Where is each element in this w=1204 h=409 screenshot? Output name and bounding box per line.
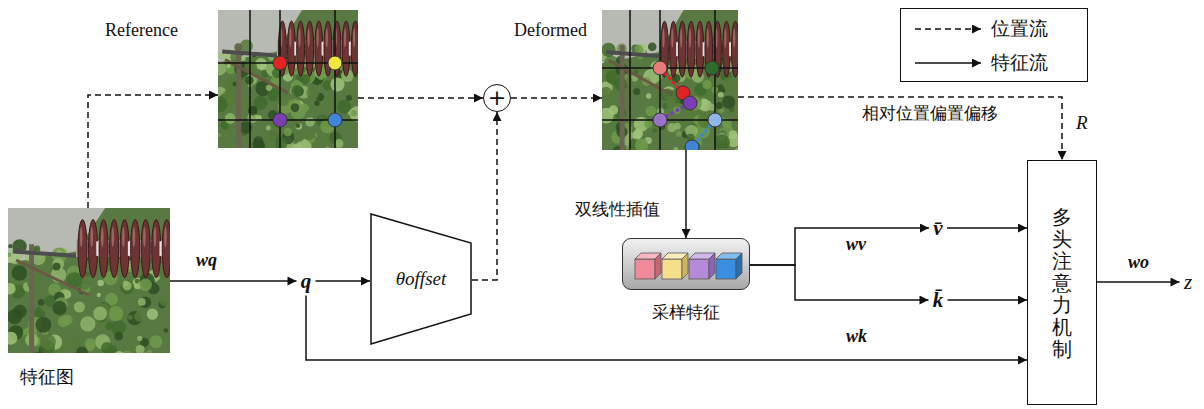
position-flow-arrow xyxy=(511,97,602,99)
node-label: θoffset xyxy=(396,268,447,290)
position-flow-arrow xyxy=(358,97,483,99)
node-label: k̄ xyxy=(933,288,944,313)
legend-text: 特征流 xyxy=(991,50,1048,76)
offset-network: θoffset xyxy=(370,213,472,345)
edge-label: wk xyxy=(846,326,867,347)
node-label: z xyxy=(1184,270,1192,295)
feature-flow-arrow xyxy=(947,227,1027,229)
edge-label: wo xyxy=(1128,252,1149,273)
node-label: + xyxy=(488,87,506,109)
query-symbol: q xyxy=(297,267,316,296)
node-label: v̄ xyxy=(933,216,942,241)
key-symbol: k̄ xyxy=(929,286,948,315)
insulator-photo xyxy=(602,10,738,150)
relative-position-bias-label: 相对位置偏置偏移 xyxy=(862,102,998,125)
insulator-photo xyxy=(218,10,358,148)
edge-label: wq xyxy=(196,250,217,271)
deformed-image: Deformed xyxy=(602,10,738,150)
feature-flow-arrow xyxy=(1097,281,1180,283)
feature-flow-arrow xyxy=(685,150,687,238)
edge-label: R xyxy=(1076,112,1088,134)
feature-flow-arrow xyxy=(316,280,371,282)
value-symbol: v̄ xyxy=(929,214,947,243)
sampled-features: 采样特征 xyxy=(622,238,750,290)
output-symbol: z xyxy=(1180,268,1197,297)
sum-circle: + xyxy=(483,84,511,112)
image-caption: Reference xyxy=(105,20,178,41)
feature-cubes xyxy=(623,239,751,291)
legend-entry: 特征流 xyxy=(913,50,1048,76)
node-label: 采样特征 xyxy=(652,301,720,324)
feature-flow-arrow xyxy=(750,228,929,265)
position-flow-arrow xyxy=(88,95,218,208)
legend-line-sample xyxy=(913,17,983,41)
feature-flow-arrow xyxy=(948,299,1028,301)
feature-map-image: 特征图 xyxy=(8,208,170,353)
legend-text: 位置流 xyxy=(991,16,1048,42)
image-caption: Deformed xyxy=(514,20,587,41)
position-flow-arrow xyxy=(472,112,497,280)
edge-label: 双线性插值 xyxy=(575,198,660,221)
image-caption: 特征图 xyxy=(20,365,74,389)
feature-flow-arrow xyxy=(170,280,297,282)
multi-head-attention: 多头注意力机制 xyxy=(1027,160,1097,405)
node-label: 多头注意力机制 xyxy=(1052,206,1072,360)
reference-image: Reference xyxy=(218,10,358,148)
feature-flow-arrow xyxy=(750,265,929,300)
node-label: q xyxy=(301,269,312,294)
legend-box: 位置流特征流 xyxy=(900,8,1088,82)
edge-label: wv xyxy=(846,234,866,255)
insulator-photo xyxy=(8,208,170,353)
position-flow-arrow xyxy=(738,97,1062,160)
legend-line-sample xyxy=(913,51,983,75)
legend-entry: 位置流 xyxy=(913,16,1048,42)
